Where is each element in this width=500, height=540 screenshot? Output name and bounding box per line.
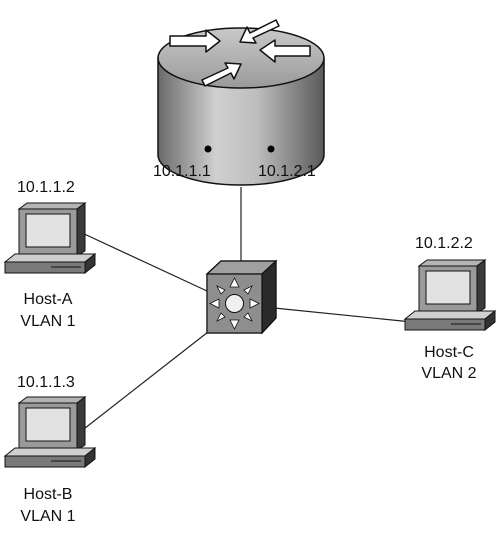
host-a-name: Host-A: [23, 291, 73, 308]
host-c-workstation-icon: [403, 259, 497, 332]
host-c-name: Host-C: [424, 344, 474, 361]
host-a-vlan: VLAN 1: [20, 313, 76, 330]
link-host-c-switch: [273, 307, 413, 323]
router-interface-2-ip: 10.1.2.1: [258, 163, 316, 180]
host-a-ip: 10.1.1.2: [17, 179, 75, 196]
host-b-vlan: VLAN 1: [20, 508, 76, 525]
host-b-ip: 10.1.1.3: [17, 374, 75, 391]
link-host-b-switch: [79, 331, 209, 433]
host-c-vlan: VLAN 2: [421, 365, 477, 382]
router-interface-1-ip: 10.1.1.1: [153, 163, 211, 180]
host-a-workstation-icon: [3, 202, 97, 275]
links: [79, 187, 413, 433]
router-icon: [157, 19, 325, 186]
multilayer-switch-icon: [205, 259, 278, 335]
host-b-name: Host-B: [23, 486, 73, 503]
link-host-a-switch: [79, 231, 208, 292]
host-c-ip: 10.1.2.2: [415, 235, 473, 252]
host-b-workstation-icon: [3, 396, 97, 469]
